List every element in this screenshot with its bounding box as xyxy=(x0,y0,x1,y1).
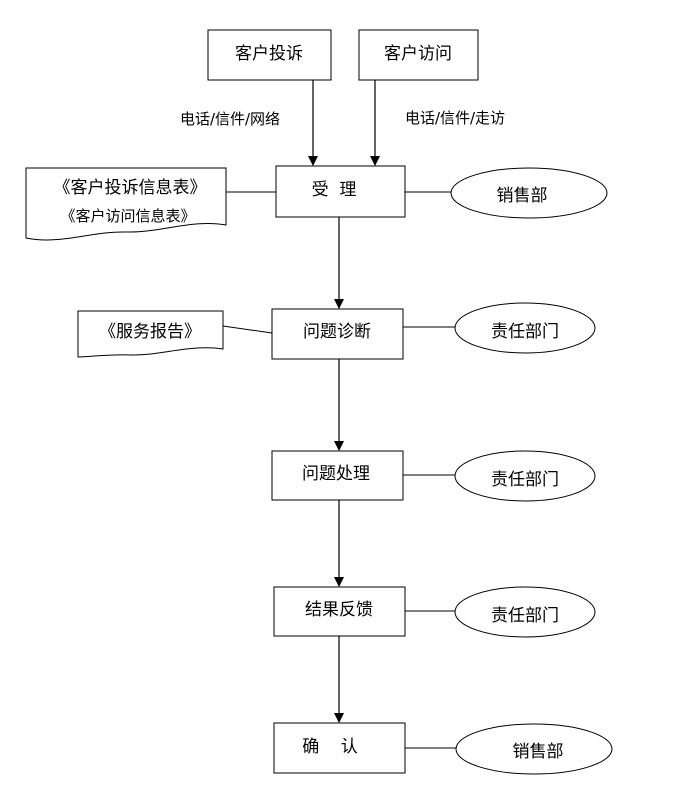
document-forms-line2: 《客户访问信息表》 xyxy=(60,207,195,225)
source-visit-label: 客户访问 xyxy=(384,44,452,64)
source-complaint-box: 客户投诉 xyxy=(207,29,332,81)
step-feedback-label: 结果反馈 xyxy=(305,600,373,620)
step-handle: 问题处理 xyxy=(271,450,404,501)
dept-handle-label: 责任部门 xyxy=(491,470,559,490)
step-feedback: 结果反馈 xyxy=(273,586,406,637)
document-report: 《服务报告》 xyxy=(77,310,224,358)
document-report-label: 《服务报告》 xyxy=(99,322,201,342)
document-forms-line1: 《客户投诉信息表》 xyxy=(54,178,207,198)
channel-complaint-label: 电话/信件/网络 xyxy=(180,110,280,128)
step-confirm-label: 确 认 xyxy=(302,737,358,757)
dept-accept: 销售部 xyxy=(450,167,608,219)
step-confirm: 确 认 xyxy=(273,722,406,774)
step-accept: 受 理 xyxy=(275,165,406,218)
dept-accept-label: 销售部 xyxy=(497,186,548,206)
dept-confirm: 销售部 xyxy=(455,723,613,775)
source-complaint-label: 客户投诉 xyxy=(235,44,303,64)
dept-handle: 责任部门 xyxy=(454,450,596,502)
connector-report-diagnose xyxy=(222,325,273,334)
channel-visit-label: 电话/信件/走访 xyxy=(405,109,505,127)
dept-diagnose-label: 责任部门 xyxy=(491,322,559,342)
dept-diagnose: 责任部门 xyxy=(454,302,596,354)
step-diagnose: 问题诊断 xyxy=(271,308,404,360)
step-diagnose-label: 问题诊断 xyxy=(303,322,371,342)
dept-feedback-label: 责任部门 xyxy=(491,606,559,626)
dept-confirm-label: 销售部 xyxy=(513,742,564,762)
source-visit-box: 客户访问 xyxy=(358,29,479,81)
dept-feedback: 责任部门 xyxy=(454,586,596,638)
step-handle-label: 问题处理 xyxy=(302,464,370,484)
document-forms: 《客户投诉信息表》 《客户访问信息表》 xyxy=(25,167,227,241)
step-accept-label: 受 理 xyxy=(312,180,357,200)
